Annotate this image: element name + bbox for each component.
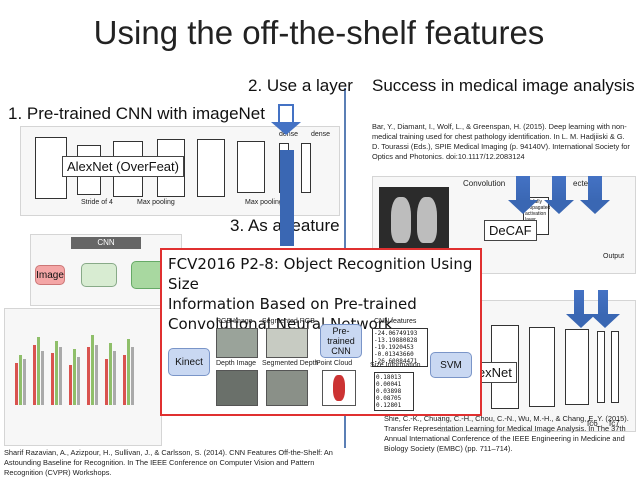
bar-18 [113, 351, 116, 405]
kinect-node: Kinect [168, 348, 210, 376]
citation-razavian: Sharif Razavian, A., Azizpour, H., Sulli… [4, 448, 333, 477]
size-value: 0.03898 [376, 388, 402, 395]
size-value: 0.18013 [376, 374, 402, 381]
step1-label: 1. Pre-trained CNN with imageNet [8, 104, 265, 123]
segmented-depth-caption: Segmented Depth [262, 360, 319, 367]
fcv-paper-panel: FCV2016 P2-8: Object Recognition Using S… [160, 248, 482, 416]
svm-node: SVM [430, 352, 472, 378]
fcv-title: FCV2016 P2-8: Object Recognition Using S… [168, 254, 480, 334]
feature-value: -24.06749193 [374, 330, 418, 337]
rgb-image-thumb [216, 328, 258, 358]
bar-20 [127, 339, 130, 405]
bar-8 [55, 341, 58, 405]
feature-value: -19.1920453 [374, 344, 414, 351]
pretrained-cnn-node: Pre-trained CNN [320, 324, 362, 358]
segmented-rgb-thumb [266, 328, 308, 358]
bar-4 [33, 345, 36, 405]
segmented-rgb-caption: Segmented RGB [262, 318, 315, 325]
citation-shie: Shie, C.-K., Chuang, C.-H., Chou, C.-N.,… [384, 414, 629, 453]
stride-caption: Stride of 4 [81, 199, 113, 206]
output-caption: Output [603, 253, 625, 260]
results-chart [4, 308, 162, 446]
bar-11 [73, 349, 76, 405]
cnn-pipeline-figure: CNN Image [30, 234, 182, 306]
feature-value: -13.19880828 [374, 337, 418, 344]
bar-16 [105, 359, 108, 405]
bar-14 [91, 335, 94, 405]
cnn-header: CNN [71, 237, 141, 249]
bar-10 [69, 365, 72, 405]
bar-21 [131, 347, 134, 405]
fc6-caption: fc6 [587, 419, 598, 428]
bar-12 [77, 357, 80, 405]
point-cloud-caption: Point Cloud [316, 360, 353, 367]
depth-image-caption: Depth Image [216, 360, 257, 367]
bar-17 [109, 343, 112, 405]
citation-bar: Bar, Y., Diamant, I., Wolf, L., & Greens… [372, 122, 630, 161]
decaf-label: DeCAF [484, 220, 537, 241]
fcv-title-line2: Information Based on Pre-trained [168, 295, 417, 313]
slide-title: Using the off-the-shelf features [93, 14, 545, 51]
cnn-features-box: -24.06749193 -13.19880828 -19.1920453 -0… [372, 328, 428, 367]
bar-3 [23, 359, 26, 405]
bar-5 [37, 337, 40, 405]
rgb-image-caption: RGB Image [216, 318, 253, 325]
size-information-caption: Size Information [370, 362, 421, 369]
use-layer-arrow-icon [271, 104, 301, 135]
alexnet-overfeat-label: AlexNet (OverFeat) [62, 156, 184, 177]
segmented-depth-thumb [266, 370, 308, 406]
size-value: 0.12801 [376, 402, 402, 409]
fc7-caption: fc7 [609, 419, 620, 428]
depth-image-thumb [216, 370, 258, 406]
fc6-arrow-icon [566, 290, 596, 328]
selected-layer-bar [280, 150, 294, 246]
chest-xray-image [379, 187, 449, 257]
convolution-caption: Convolution [463, 179, 506, 188]
down-arrow-icon-3 [580, 176, 610, 214]
success-heading: Success in medical image analysis [372, 76, 635, 95]
size-value: 0.00041 [376, 381, 402, 388]
feature-value: -0.01343660 [374, 351, 414, 358]
bar-6 [41, 351, 44, 405]
bar-9 [59, 347, 62, 405]
bar-7 [51, 353, 54, 405]
annotation-node [81, 263, 117, 287]
size-value: 0.08705 [376, 395, 402, 402]
fully-connected-caption: ected [573, 179, 593, 188]
down-arrow-icon [508, 176, 538, 214]
bar-2 [19, 355, 22, 405]
point-cloud-thumb [322, 370, 356, 406]
bar-19 [123, 355, 126, 405]
max-pooling-caption: Max pooling [137, 199, 175, 206]
fc7-arrow-icon [590, 290, 620, 328]
size-info-box: 0.18013 0.00041 0.03898 0.08705 0.12801 [374, 372, 414, 411]
bar-1 [15, 363, 18, 405]
bar-15 [95, 345, 98, 405]
feature-value: -26.60084471 [374, 358, 418, 365]
image-node: Image [35, 265, 65, 285]
down-arrow-icon-2 [544, 176, 574, 214]
step2-label: 2. Use a layer [248, 76, 353, 95]
max-pooling-caption-2: Max pooling [245, 199, 283, 206]
cnn-features-caption: CNN features [374, 318, 417, 325]
bar-13 [87, 347, 90, 405]
fcv-title-line1: FCV2016 P2-8: Object Recognition Using S… [168, 255, 473, 293]
dense-caption-2: dense [311, 131, 331, 138]
